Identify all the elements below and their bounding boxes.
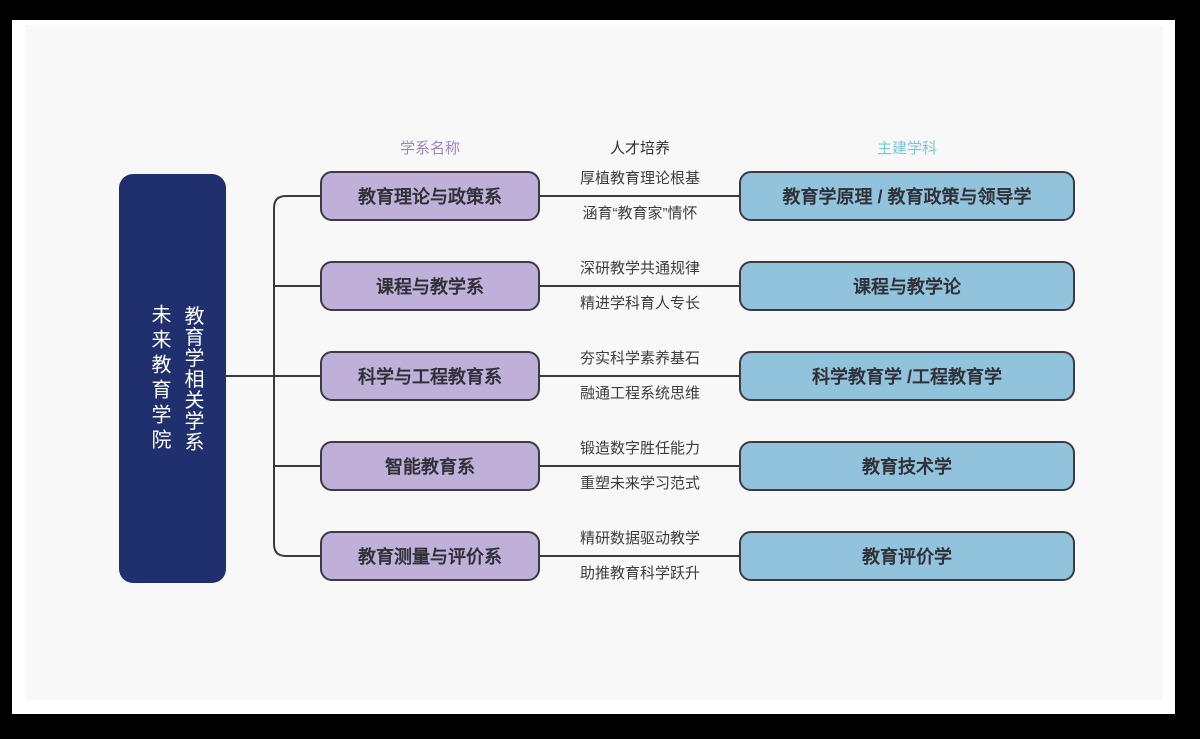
- column-header-training: 人才培养: [609, 140, 670, 157]
- college-root-node: 教育学相关学系 未来教育学院: [119, 174, 226, 583]
- root-vertical-text-right: 教育学相关学系: [181, 305, 203, 452]
- training-text-block: 锻造数字胜任能力 重塑未来学习范式: [545, 439, 735, 493]
- root-vertical-text-left: 未来教育学院: [148, 303, 170, 454]
- training-line: 涵育“教育家”情怀: [582, 205, 698, 222]
- training-line: 夯实科学素养基石: [579, 350, 700, 367]
- training-line: 锻造数字胜任能力: [579, 440, 700, 457]
- department-node: 课程与教学系: [320, 261, 540, 311]
- training-line: 融通工程系统思维: [579, 385, 700, 402]
- training-line: 助推教育科学跃升: [579, 565, 700, 582]
- training-text-block: 厚植教育理论根基 涵育“教育家”情怀: [545, 169, 735, 223]
- discipline-node: 课程与教学论: [739, 261, 1075, 311]
- training-line: 重塑未来学习范式: [579, 475, 700, 492]
- column-header-departments: 学系名称: [399, 140, 460, 157]
- department-node: 科学与工程教育系: [320, 351, 540, 401]
- training-text-block: 夯实科学素养基石 融通工程系统思维: [545, 349, 735, 403]
- department-node: 教育测量与评价系: [320, 531, 540, 581]
- discipline-node: 科学教育学 /工程教育学: [739, 351, 1075, 401]
- trunk-line: [273, 195, 320, 557]
- training-text-block: 精研数据驱动教学 助推教育科学跃升: [545, 529, 735, 583]
- training-line: 精进学科育人专长: [579, 295, 700, 312]
- training-line: 精研数据驱动教学: [579, 530, 700, 547]
- training-line: 厚植教育理论根基: [579, 170, 700, 187]
- discipline-node: 教育学原理 / 教育政策与领导学: [739, 171, 1075, 221]
- training-line: 深研教学共通规律: [579, 260, 700, 277]
- department-node: 教育理论与政策系: [320, 171, 540, 221]
- column-header-disciplines: 主建学科: [876, 140, 937, 157]
- discipline-node: 教育技术学: [739, 441, 1075, 491]
- discipline-node: 教育评价学: [739, 531, 1075, 581]
- training-text-block: 深研教学共通规律 精进学科育人专长: [545, 259, 735, 313]
- department-node: 智能教育系: [320, 441, 540, 491]
